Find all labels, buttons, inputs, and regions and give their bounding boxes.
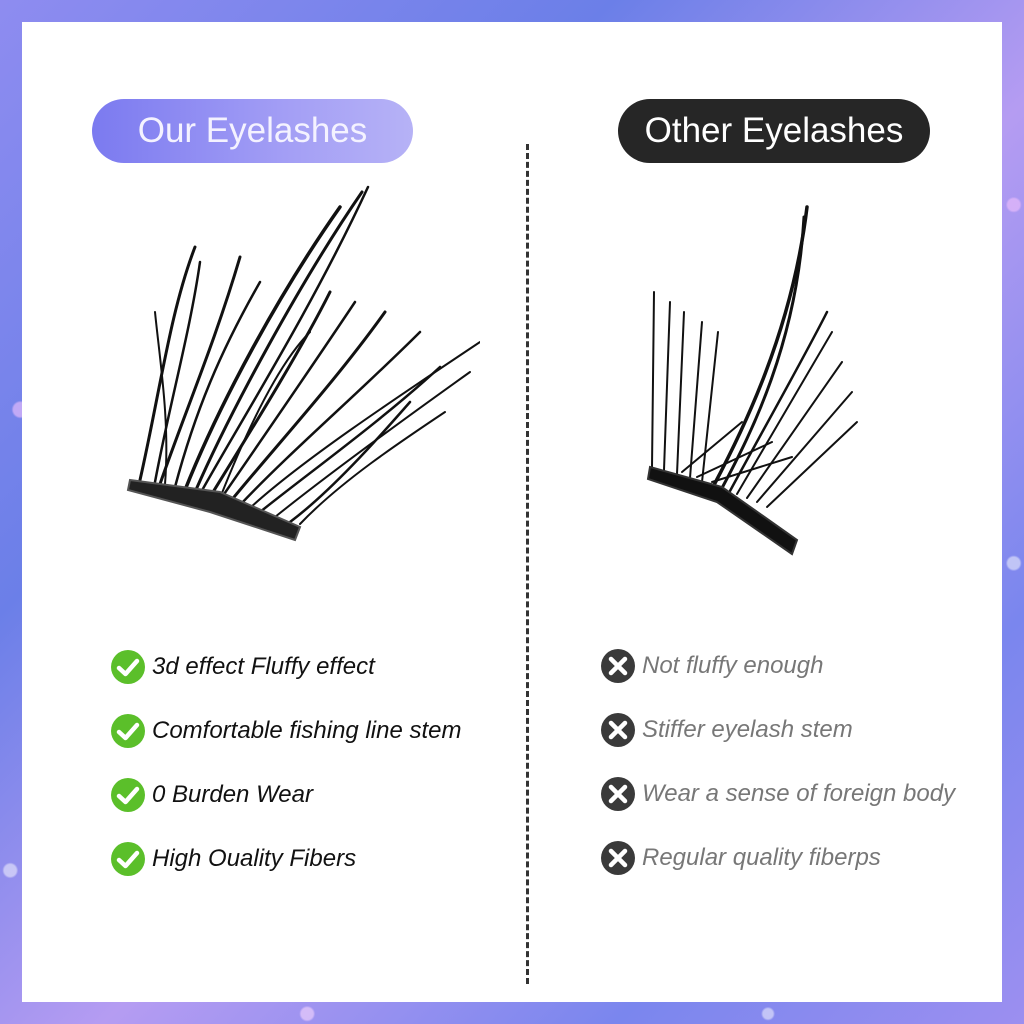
our-eyelashes-title: Our Eyelashes xyxy=(92,99,413,163)
other-drawbacks-list: Not fluffy enough Stiffer eyelash stem W… xyxy=(600,648,955,904)
drawback-text: Not fluffy enough xyxy=(642,652,824,679)
check-circle-icon xyxy=(111,842,145,876)
feature-item: High Ouality Fibers xyxy=(110,841,461,877)
drawback-item: Regular quality fiberps xyxy=(600,840,955,876)
other-eyelash-image xyxy=(646,205,858,556)
feature-text: High Ouality Fibers xyxy=(152,845,357,872)
cross-circle-icon xyxy=(601,649,635,683)
drawback-item: Wear a sense of foreign body xyxy=(600,776,955,812)
our-eyelashes-title-text: Our Eyelashes xyxy=(137,111,368,150)
dashed-divider xyxy=(526,144,529,984)
other-eyelashes-title-text: Other Eyelashes xyxy=(644,111,904,150)
check-circle-icon xyxy=(111,778,145,812)
cross-circle-icon xyxy=(601,841,635,875)
comparison-card: Our Eyelashes Other Eyelashes xyxy=(22,22,1002,1002)
feature-text: 3d effect Fluffy effect xyxy=(152,653,375,680)
feature-item: Comfortable fishing line stem xyxy=(110,713,461,749)
other-eyelashes-title: Other Eyelashes xyxy=(618,99,930,163)
drawback-text: Wear a sense of foreign body xyxy=(642,780,956,807)
feature-item: 3d effect Fluffy effect xyxy=(110,649,461,685)
our-eyelash-image xyxy=(126,185,480,542)
check-circle-icon xyxy=(111,714,145,748)
drawback-item: Not fluffy enough xyxy=(600,648,955,684)
our-features-list: 3d effect Fluffy effect Comfortable fish… xyxy=(110,649,461,905)
feature-text: Comfortable fishing line stem xyxy=(152,717,462,744)
drawback-text: Regular quality fiberps xyxy=(642,844,881,871)
feature-text: 0 Burden Wear xyxy=(152,781,313,808)
check-circle-icon xyxy=(111,650,145,684)
cross-circle-icon xyxy=(601,713,635,747)
drawback-text: Stiffer eyelash stem xyxy=(642,716,853,743)
cross-circle-icon xyxy=(601,777,635,811)
feature-item: 0 Burden Wear xyxy=(110,777,461,813)
drawback-item: Stiffer eyelash stem xyxy=(600,712,955,748)
